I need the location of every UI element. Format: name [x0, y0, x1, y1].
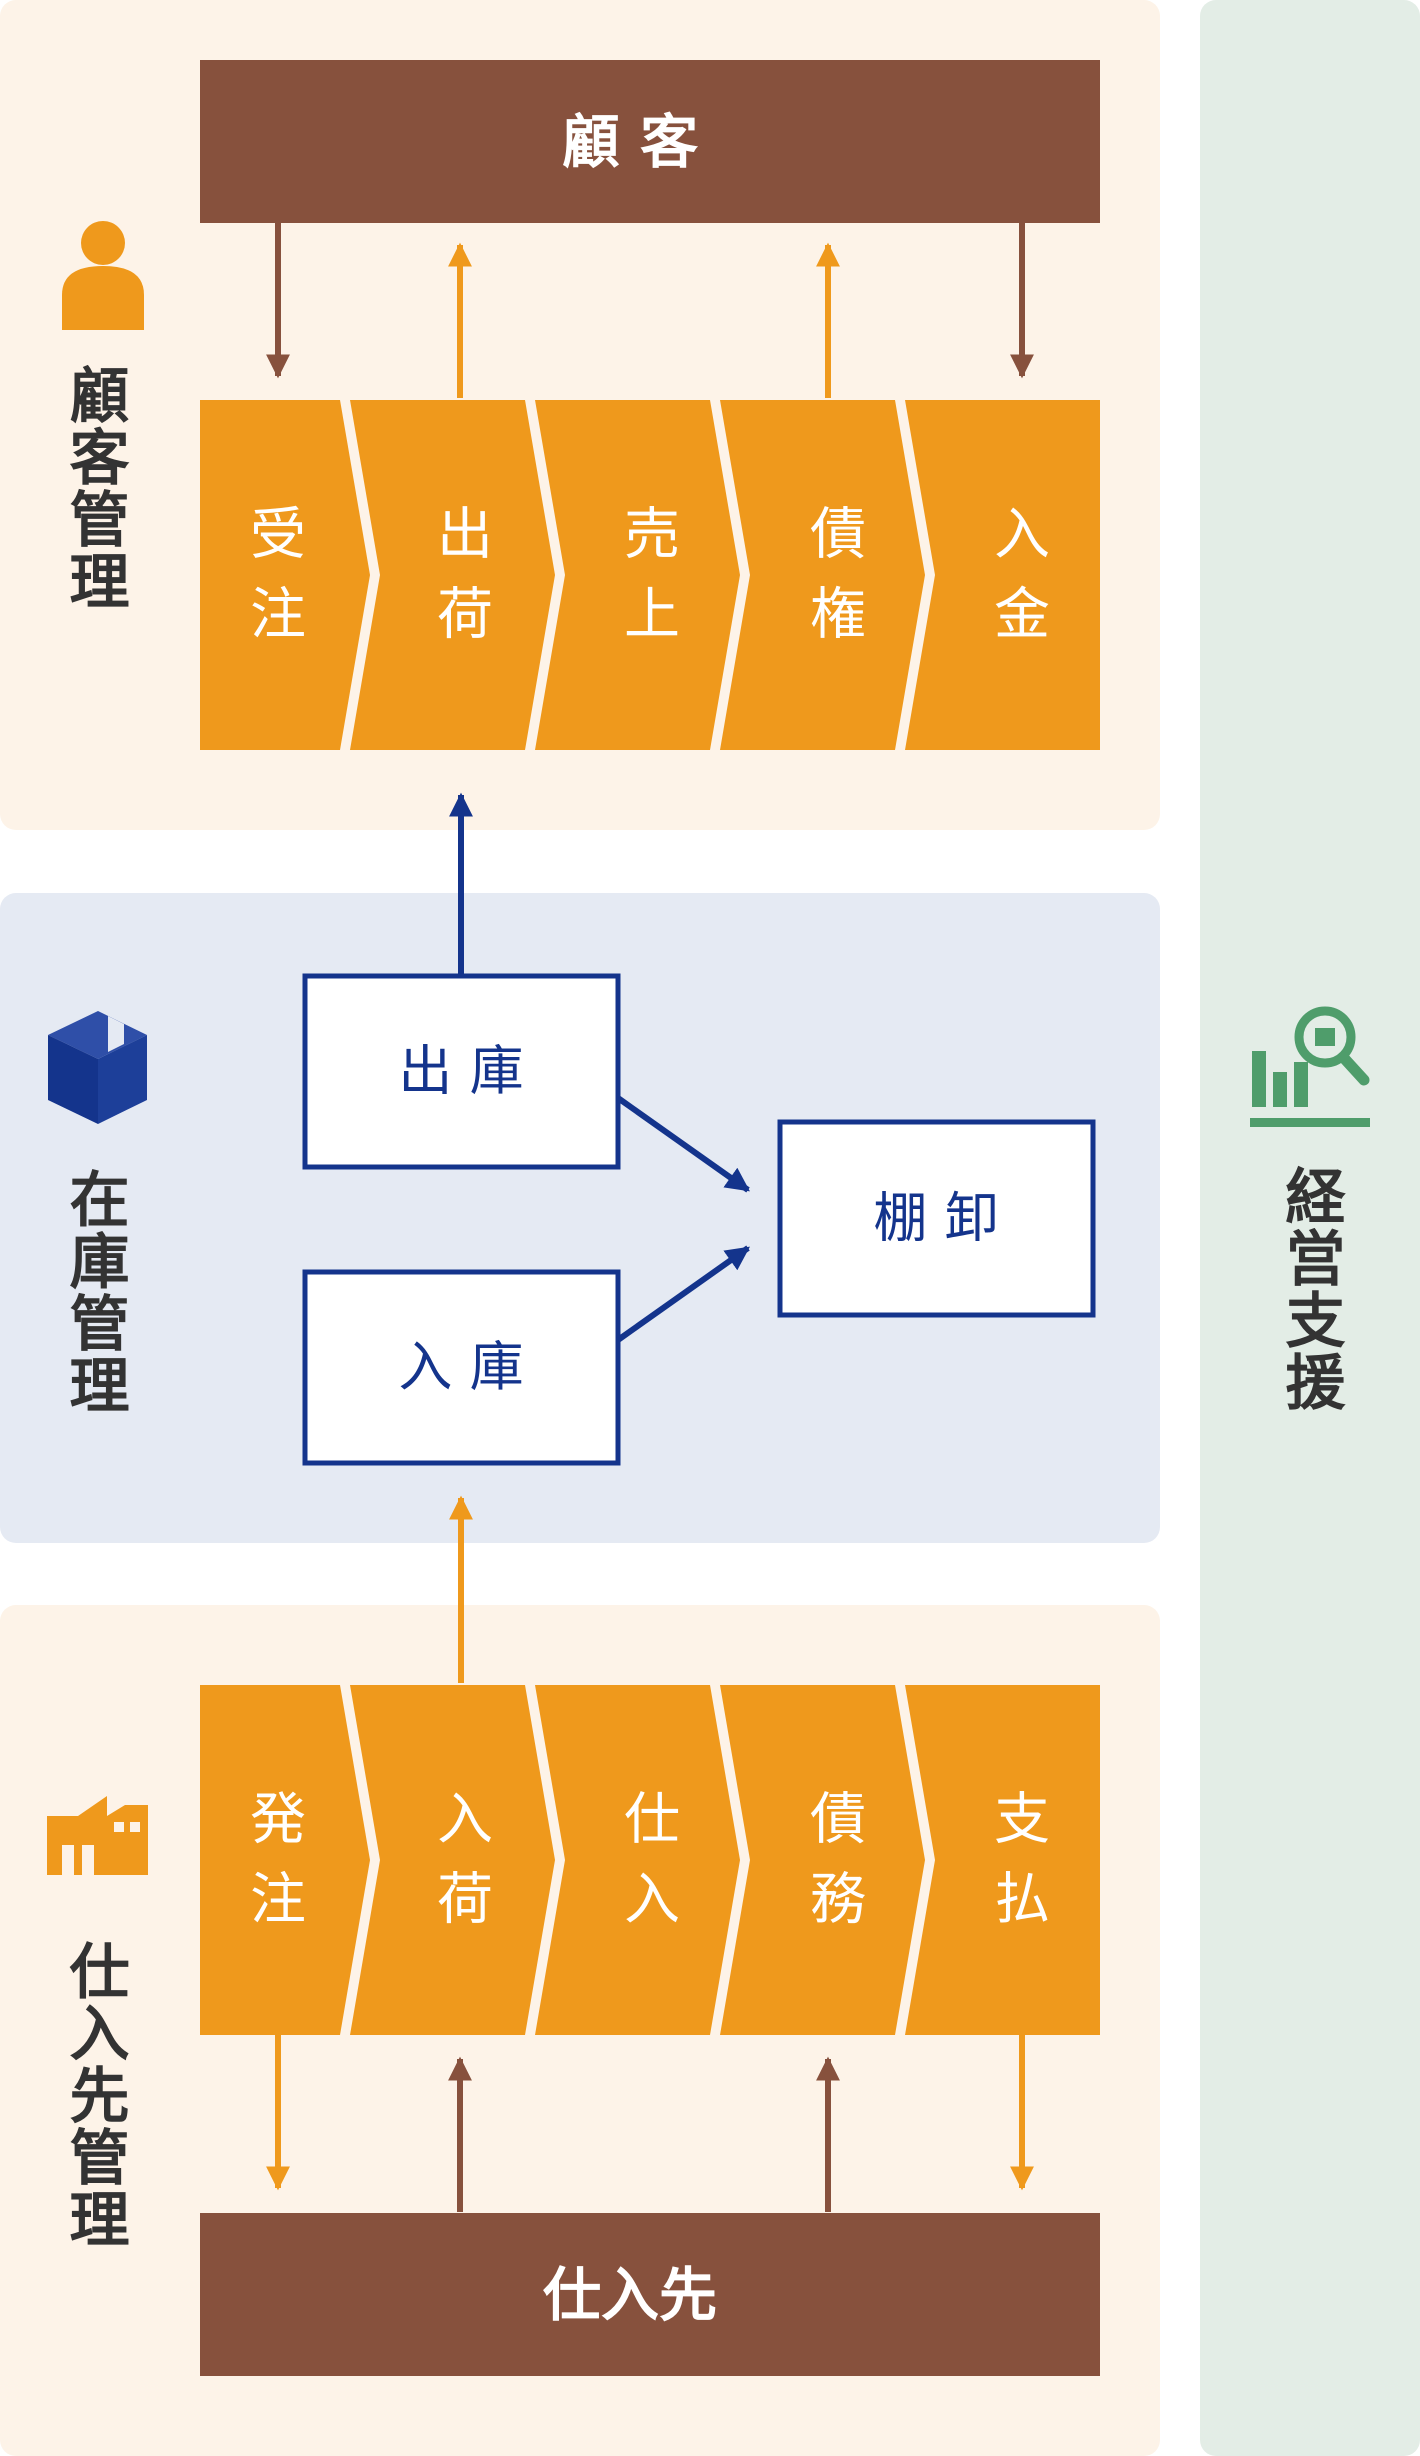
customer-step-4-label: 債: [810, 503, 866, 568]
customer-step-5-label: 入: [994, 503, 1050, 568]
management-panel: [1200, 0, 1420, 2456]
stocktake-box: [777, 1119, 1096, 1318]
supplier-step-2-label: 荷: [437, 1868, 493, 1933]
supplier-section-label: 仕入先管理: [59, 1940, 129, 2250]
supplier-step-1-label: 注: [250, 1868, 306, 1933]
arrow-inbound-to-stocktake: [616, 1245, 750, 1343]
supplier-step-4: [720, 1685, 925, 2035]
person-icon: [62, 221, 144, 330]
customer-bar-label: 顧 客: [562, 108, 698, 176]
management-section-label: 経営支援: [1275, 1165, 1345, 1413]
customer-section-label: 顧客管理: [59, 364, 129, 612]
customer-step-1-label: 注: [250, 583, 306, 648]
customer-step-3-label: 上: [624, 583, 680, 648]
supplier-step-1-label: 発: [250, 1788, 306, 1853]
supplier-bar: 仕入先: [200, 2213, 1100, 2376]
customer-bar: 顧 客: [200, 60, 1100, 223]
customer-step-2-label: 荷: [437, 583, 493, 648]
supplier-step-4-label: 務: [810, 1868, 866, 1933]
customer-step-5-label: 金: [994, 583, 1050, 648]
outbound-box: [302, 973, 621, 1170]
customer-step-2-label: 出: [437, 503, 493, 568]
supplier-step-5-label: 払: [994, 1868, 1050, 1933]
supplier-step-4-label: 債: [810, 1788, 866, 1853]
inbound-box: [302, 1269, 621, 1466]
supplier-step-3-label: 仕: [624, 1788, 680, 1853]
supplier-step-1: [200, 1685, 370, 2035]
arrow-outbound-to-stocktake: [616, 1095, 750, 1193]
customer-step-1-label: 受: [250, 503, 306, 568]
customer-step-3-label: 売: [624, 503, 680, 568]
inventory-section-label: 在庫管理: [59, 1168, 129, 1416]
outbound-label: 出 庫: [398, 1040, 523, 1103]
supplier-step-2-label: 入: [437, 1788, 493, 1853]
customer-step-1: [200, 400, 370, 750]
inventory-panel: [0, 893, 1160, 1543]
customer-step-3: [535, 400, 740, 750]
customer-step-4: [720, 400, 925, 750]
stocktake-label: 棚 卸: [873, 1187, 998, 1250]
customer-process-steps: 受注 出荷 売上 債権 入金: [200, 400, 1100, 750]
box-icon: [48, 1011, 147, 1124]
customer-step-4-label: 権: [810, 583, 866, 648]
supplier-step-3: [535, 1685, 740, 2035]
customer-step-5: [905, 400, 1100, 750]
supplier-step-5-label: 支: [994, 1788, 1050, 1853]
supplier-step-5: [905, 1685, 1100, 2035]
supplier-step-2: [350, 1685, 555, 2035]
customer-step-2: [350, 400, 555, 750]
supplier-bar-label: 仕入先: [543, 2261, 717, 2329]
chart-magnifier-icon: [1250, 1006, 1370, 1127]
inbound-label: 入 庫: [398, 1336, 523, 1399]
factory-icon: [47, 1796, 148, 1875]
supplier-step-3-label: 入: [624, 1868, 680, 1933]
